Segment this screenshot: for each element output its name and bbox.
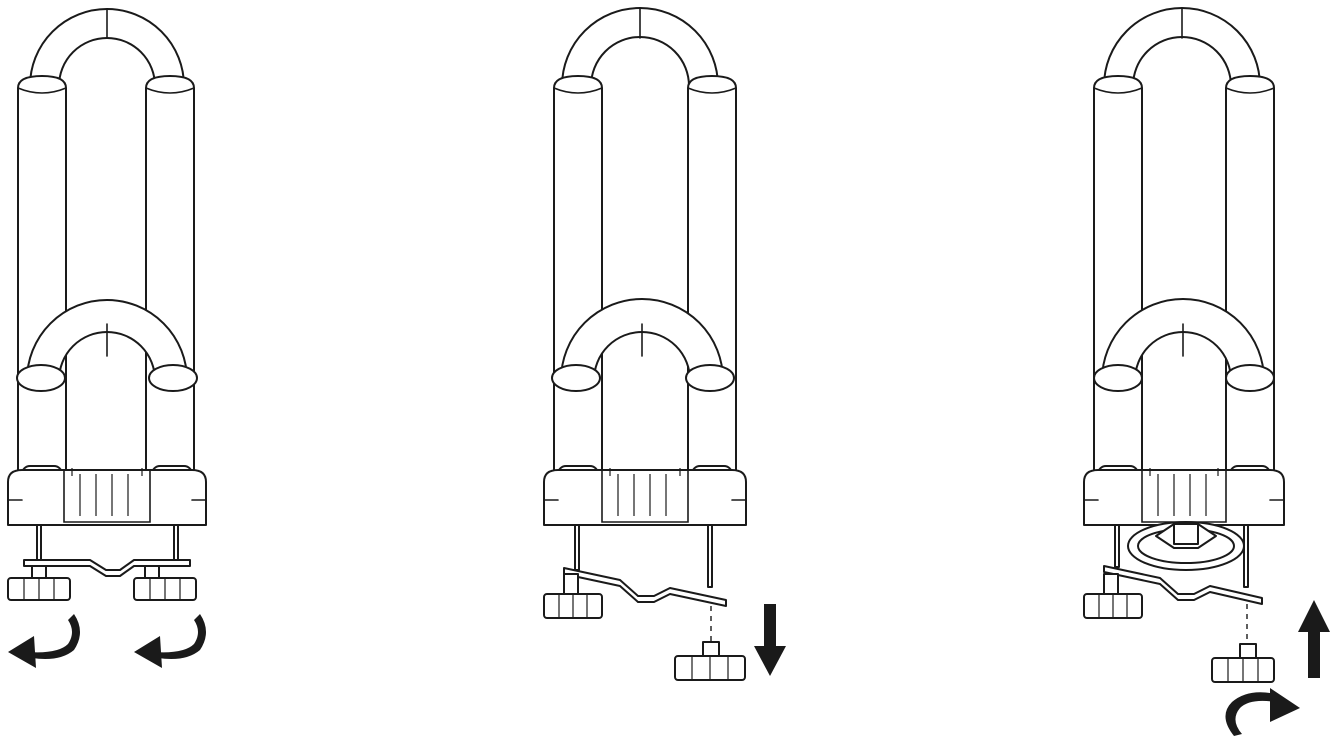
thumb-knob-removed <box>674 641 746 681</box>
thumb-knob-reinserted <box>1211 643 1275 683</box>
rotate-left-arrow-icon <box>8 614 80 668</box>
thumb-knob-left <box>543 573 603 619</box>
thumb-knob-right <box>133 565 197 601</box>
lamp-tube-assembly <box>7 8 207 526</box>
lamp-tube-assembly <box>1083 7 1285 526</box>
lamp-holder-bracket <box>1127 521 1245 571</box>
clamp-bracket <box>23 559 191 577</box>
clamp-bracket <box>563 567 727 607</box>
pin-pair <box>1114 524 1249 588</box>
rotate-left-arrow-icon <box>134 614 206 668</box>
thumb-knob-left <box>7 565 71 601</box>
step-2-panel <box>543 7 786 681</box>
lamp-tube-assembly <box>543 7 747 526</box>
step-3-panel <box>1083 7 1330 736</box>
clamp-bracket <box>1103 565 1263 605</box>
arrow-down-icon <box>754 604 786 676</box>
arrow-up-icon <box>1298 600 1330 678</box>
rotate-right-arrow-icon <box>1225 688 1300 736</box>
step-1-panel <box>7 8 207 668</box>
thumb-knob-left <box>1083 573 1143 619</box>
